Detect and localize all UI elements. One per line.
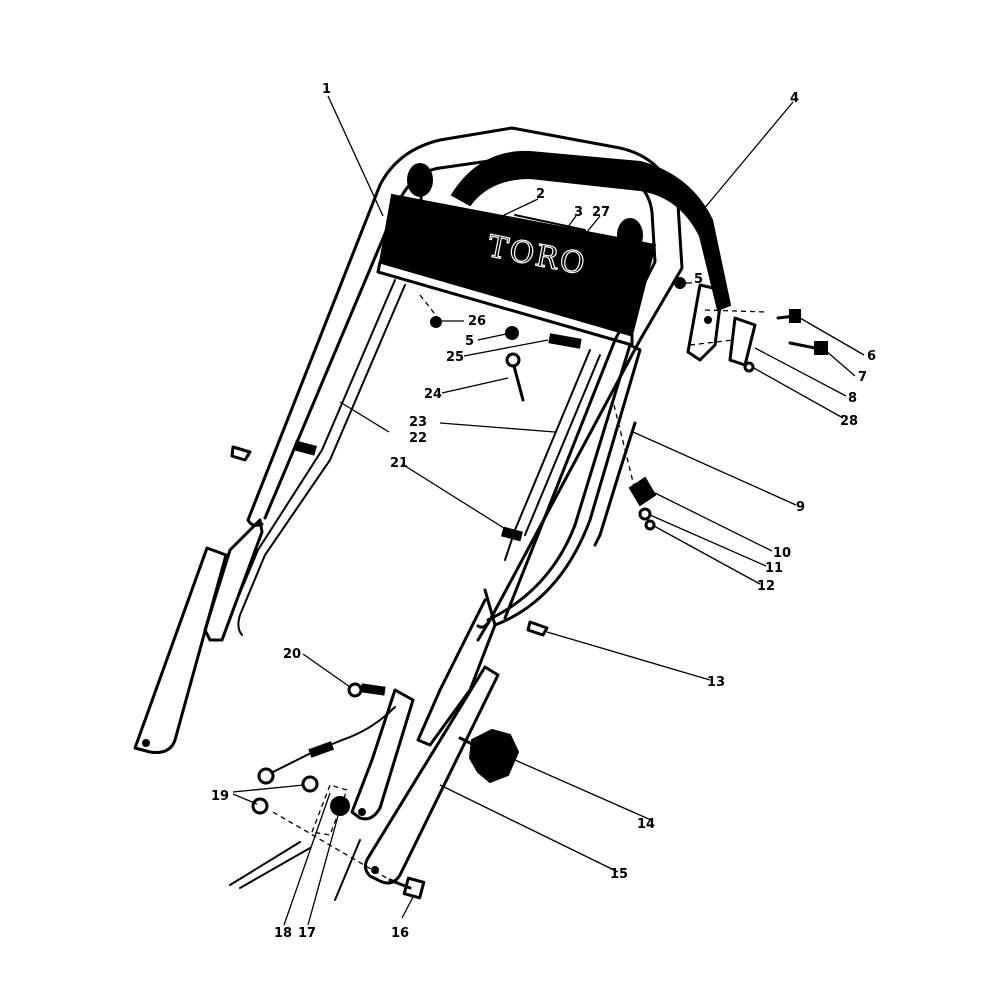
spring-left — [293, 440, 317, 456]
nut-28 — [743, 361, 755, 373]
leader-lines — [232, 95, 865, 926]
bolt-6 — [776, 309, 801, 323]
callout-28: 28 — [840, 414, 858, 429]
bolt-24 — [505, 352, 525, 402]
callout-6: 6 — [867, 349, 876, 364]
callout-5a: 5 — [694, 272, 703, 287]
wing-screw-left — [230, 445, 252, 462]
callout-22: 22 — [409, 431, 427, 446]
mounting-bracket — [686, 283, 724, 362]
control-rods — [231, 279, 601, 636]
nut-5b — [505, 326, 519, 340]
control-panel: TORO — [376, 193, 657, 347]
callout-24: 24 — [424, 387, 442, 402]
callout-17: 17 — [298, 926, 316, 941]
callout-11: 11 — [765, 561, 783, 576]
callout-labels: 1 2 3 27 4 5 6 7 8 28 26 5 25 24 23 22 9… — [211, 82, 876, 941]
callout-1: 1 — [322, 82, 331, 97]
callout-10: 10 — [773, 546, 791, 561]
nut-19b — [251, 797, 269, 815]
nut-26 — [430, 316, 442, 328]
callout-16: 16 — [391, 926, 409, 941]
bolt-25 — [548, 333, 582, 349]
callout-15: 15 — [610, 867, 628, 882]
handle-knob-14 — [468, 728, 520, 784]
nut-12 — [644, 519, 656, 531]
bolt-7 — [788, 341, 828, 355]
callout-2: 2 — [536, 187, 545, 202]
callout-4: 4 — [790, 91, 799, 106]
callout-14: 14 — [637, 817, 655, 832]
washer-11 — [638, 507, 652, 521]
handle-grip — [450, 150, 732, 312]
callout-3: 3 — [574, 205, 583, 220]
clamp-plate-8 — [728, 316, 757, 367]
washer-17 — [330, 796, 350, 816]
callout-27: 27 — [592, 205, 610, 220]
cable-lower — [257, 706, 396, 785]
left-control-knob — [407, 163, 433, 197]
callout-13: 13 — [707, 675, 725, 690]
callout-20: 20 — [283, 647, 301, 662]
callout-12: 12 — [757, 579, 775, 594]
callout-18: 18 — [274, 926, 292, 941]
callout-26: 26 — [468, 314, 486, 329]
callout-5b: 5 — [465, 334, 474, 349]
lower-handle — [133, 343, 642, 885]
nut-19a — [301, 775, 319, 793]
spring-21 — [501, 526, 523, 542]
cable-9 — [593, 421, 637, 547]
callout-9: 9 — [796, 500, 805, 515]
adjustment-spring-20 — [347, 682, 386, 698]
callout-23: 23 — [409, 415, 427, 430]
callout-21: 21 — [390, 456, 408, 471]
callout-7: 7 — [858, 370, 867, 385]
cable-clip-10 — [628, 476, 657, 507]
wing-screw-13 — [526, 620, 549, 637]
callout-25: 25 — [446, 350, 464, 365]
bolt-16 — [388, 876, 426, 900]
callout-19: 19 — [211, 789, 229, 804]
right-control-knob — [617, 218, 643, 252]
callout-8: 8 — [848, 391, 857, 406]
